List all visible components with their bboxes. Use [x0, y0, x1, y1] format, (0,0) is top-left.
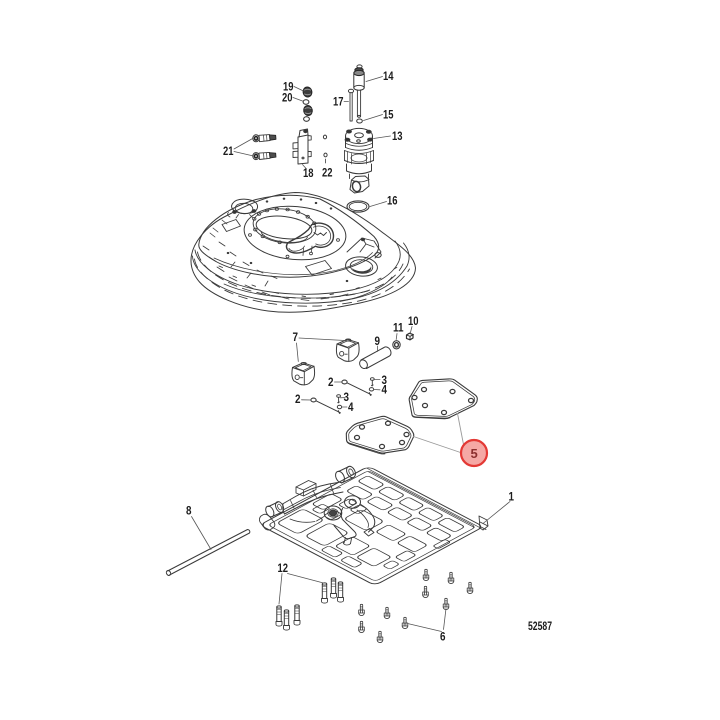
svg-text:22: 22	[322, 166, 333, 180]
svg-text:19: 19	[283, 80, 294, 94]
svg-text:14: 14	[383, 69, 394, 83]
svg-text:3: 3	[344, 390, 350, 404]
svg-text:11: 11	[393, 321, 404, 335]
svg-text:1: 1	[509, 490, 515, 504]
svg-text:2: 2	[328, 375, 334, 389]
svg-text:16: 16	[387, 194, 398, 208]
svg-text:8: 8	[186, 504, 192, 518]
svg-text:18: 18	[303, 166, 314, 180]
svg-text:17: 17	[333, 95, 344, 109]
svg-text:13: 13	[392, 129, 403, 143]
svg-text:7: 7	[293, 330, 299, 344]
svg-text:6: 6	[440, 630, 446, 644]
svg-text:2: 2	[295, 392, 301, 406]
svg-text:12: 12	[278, 561, 289, 575]
svg-text:10: 10	[408, 314, 419, 328]
svg-text:3: 3	[382, 373, 388, 387]
svg-text:52587: 52587	[528, 619, 552, 633]
svg-text:4: 4	[382, 383, 388, 397]
svg-text:9: 9	[375, 334, 381, 348]
svg-text:21: 21	[223, 144, 234, 158]
svg-text:5: 5	[471, 446, 478, 461]
svg-text:4: 4	[348, 400, 354, 414]
svg-text:20: 20	[282, 91, 293, 105]
svg-text:15: 15	[383, 108, 394, 122]
